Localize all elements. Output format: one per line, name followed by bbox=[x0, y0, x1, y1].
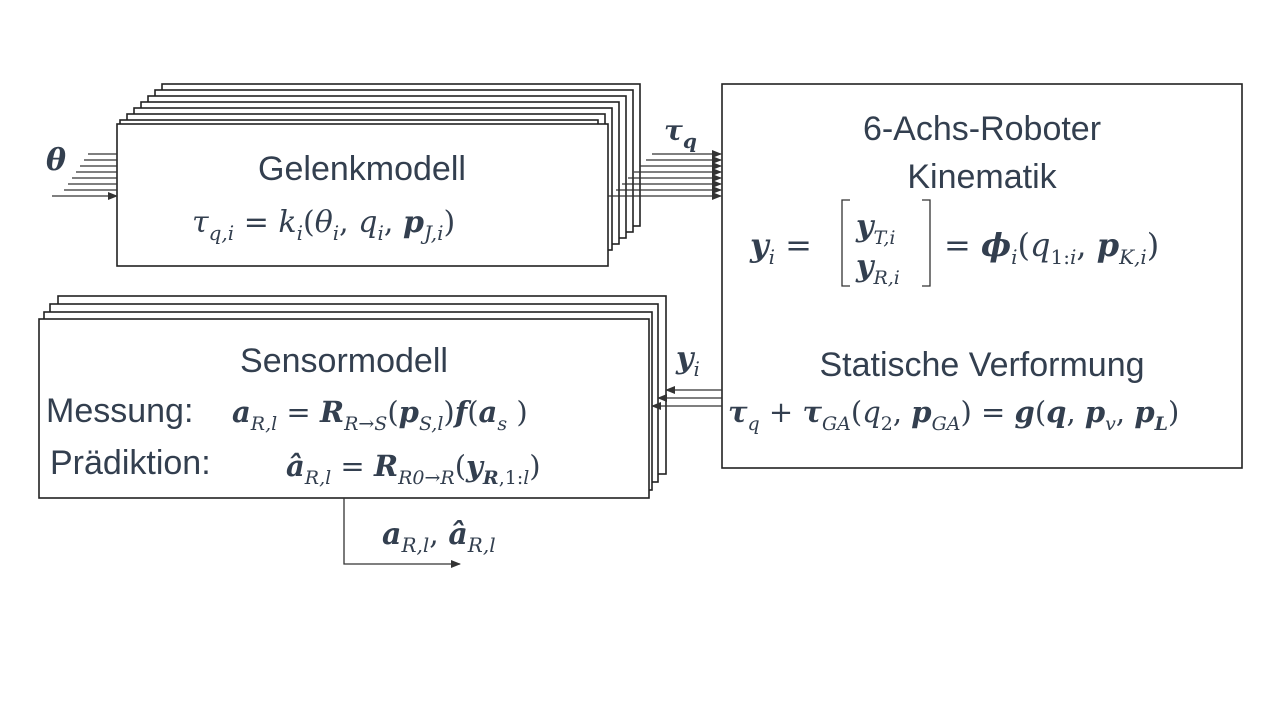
robot-title-line2: Kinematik bbox=[907, 158, 1057, 196]
robot-model: 6-Achs-Roboter Kinematik yi = yT,i yR,i … bbox=[721, 83, 1243, 469]
measurement-label: Messung: bbox=[46, 392, 193, 430]
robot-output-label: yi bbox=[675, 341, 700, 381]
joint-model-box bbox=[116, 123, 609, 267]
deformation-title: Statische Verformung bbox=[819, 346, 1144, 384]
robot-title-line1: 6-Achs-Roboter bbox=[863, 110, 1101, 148]
measurement-equation: aR,l = RR→S(pS,l)f(as ) bbox=[232, 395, 528, 435]
sensor-model-stack: Sensormodell Messung: aR,l = RR→S(pS,l)f… bbox=[38, 295, 667, 499]
robot-box bbox=[721, 83, 1243, 469]
joint-model-stack: Gelenkmodell τq,i = ki(θi, qi, pJ,i) bbox=[116, 83, 641, 267]
joint-model-equation: τq,i = ki(θi, qi, pJ,i) bbox=[192, 205, 455, 245]
svg-text:yR,i: yR,i bbox=[855, 249, 900, 289]
sensor-model-title: Sensormodell bbox=[240, 342, 448, 380]
sensor-model-box bbox=[38, 318, 650, 499]
robot-output-arrows bbox=[651, 386, 722, 410]
joint-model-title: Gelenkmodell bbox=[258, 150, 466, 188]
svg-text:yi =: yi = bbox=[749, 226, 812, 269]
prediction-equation: âR,l = RR0→R(yR,1:l) bbox=[286, 449, 541, 489]
sensor-output-arrow bbox=[343, 498, 461, 568]
theta-input-label: θ bbox=[46, 143, 66, 178]
theta-input-lines bbox=[52, 153, 118, 200]
sensor-output-label: aR,l, âR,l bbox=[382, 517, 496, 557]
joint-torque-arrows bbox=[608, 150, 722, 200]
joint-torque-label: τq bbox=[664, 114, 697, 153]
deformation-equation: τq + τGA(q2, pGA) = g(q, pv, pL) bbox=[728, 395, 1179, 435]
prediction-label: Prädiktion: bbox=[50, 444, 211, 482]
svg-text:yT,i: yT,i bbox=[855, 209, 895, 249]
